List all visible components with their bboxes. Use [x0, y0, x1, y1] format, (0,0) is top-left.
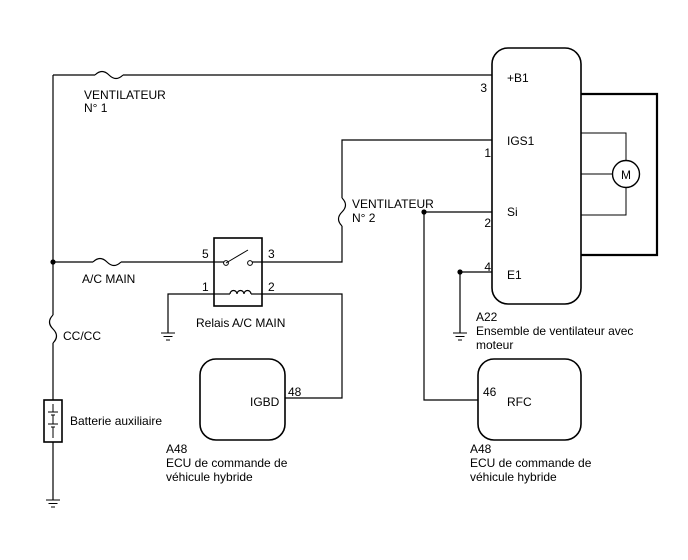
fuse-vent2-number: N° 2: [352, 211, 376, 225]
ecu-left-box: [199, 358, 286, 441]
relay-pin-2: 2: [268, 280, 275, 294]
ecu-left-name-line2: véhicule hybride: [166, 470, 253, 484]
ground-fan-icon: [453, 332, 467, 341]
fan-pin-igs1-label: IGS1: [507, 134, 535, 148]
fuse-ac-main-label: A/C MAIN: [82, 272, 135, 286]
fan-pin-si-label: Si: [507, 205, 518, 219]
fan-pin-e1-label: E1: [507, 268, 522, 282]
relay-a-c-main: [213, 237, 263, 307]
motor-icon: [611, 159, 641, 189]
fuse-vent1-number: N° 1: [84, 101, 108, 115]
ecu-left-name-line1: ECU de commande de: [166, 456, 288, 470]
fan-pin-3-number: 3: [480, 81, 487, 95]
relay-label: Relais A/C MAIN: [196, 316, 285, 330]
ecu-right-pin-number: 46: [483, 385, 497, 399]
ecu-left-code: A48: [166, 442, 188, 456]
battery-symbol: [43, 399, 63, 443]
ecu-right-name-line2: véhicule hybride: [470, 470, 557, 484]
ecu-right-code: A48: [470, 442, 492, 456]
ecu-right-name-line1: ECU de commande de: [470, 456, 592, 470]
fuse-vent1-label: VENTILATEUR: [84, 88, 166, 102]
wires: [48, 70, 492, 500]
fan-pin-1-number: 1: [484, 146, 491, 160]
ground-battery-icon: [46, 499, 60, 508]
junction-dots: [50, 209, 463, 275]
battery-label: Batterie auxiliaire: [70, 414, 162, 428]
relay-pin-3: 3: [268, 247, 275, 261]
ecu-left-pin-label: IGBD: [250, 395, 280, 409]
fan-pin-4-number: 4: [484, 260, 491, 274]
fan-pin-2-number: 2: [484, 216, 491, 230]
fan-assembly-code: A22: [476, 310, 498, 324]
relay-pin-1: 1: [202, 280, 209, 294]
fan-assembly-box: [491, 47, 659, 305]
motor-symbol: M: [621, 168, 631, 182]
fan-assembly-name-line1: Ensemble de ventilateur avec: [476, 324, 633, 338]
ground-relay-icon: [161, 332, 175, 341]
ecu-right-box: [477, 358, 582, 441]
fuse-vent2-label: VENTILATEUR: [352, 197, 434, 211]
ecu-right-pin-label: RFC: [507, 395, 532, 409]
fan-assembly-name-line2: moteur: [476, 338, 513, 352]
relay-pin-5: 5: [202, 247, 209, 261]
fuse-cc-label: CC/CC: [63, 329, 101, 343]
fan-pin-b1-label: +B1: [507, 71, 529, 85]
ecu-left-pin-number: 48: [288, 385, 302, 399]
